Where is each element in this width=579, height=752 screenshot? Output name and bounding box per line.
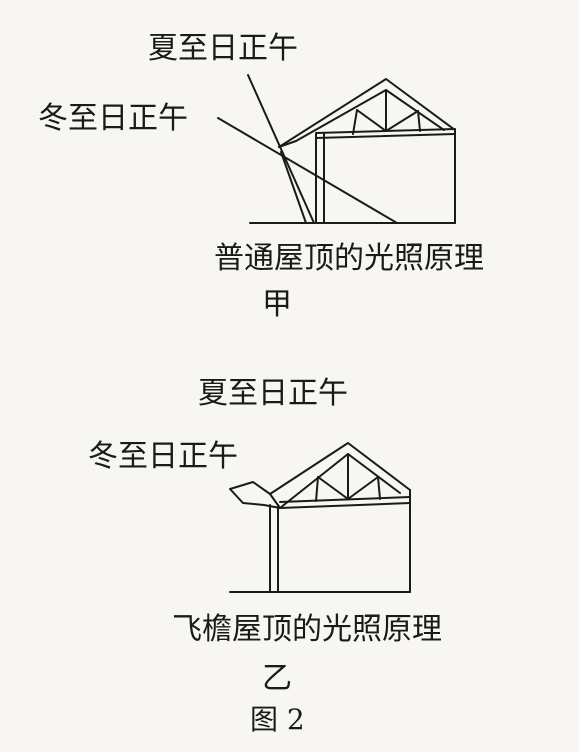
panel-b-truss-web-2: [347, 476, 379, 500]
figure-label: 图 2: [250, 703, 305, 736]
panel-b-ceiling-line-2: [279, 496, 411, 503]
panel-b-summer-label: 夏至日正午: [198, 376, 348, 411]
panel-a-truss-web-3: [352, 109, 358, 135]
panel-a-ceiling-line: [315, 133, 456, 139]
panel-a-roof-outer: [278, 78, 456, 148]
panel-b-roof-outer: [269, 442, 411, 495]
panel-b-winter-label: 冬至日正午: [88, 439, 238, 474]
panel-b-ceiling-line: [279, 502, 411, 509]
panel-a-letter: 甲: [262, 287, 292, 322]
panel-a-truss-web-2: [385, 110, 419, 132]
panel-a-sun-rays: [217, 74, 398, 224]
panel-a-truss-web-1: [356, 109, 387, 132]
panel-a-truss-web-4: [417, 110, 421, 132]
panel-a-roof-chord: [278, 140, 297, 148]
panel-b-truss-web-3: [315, 476, 319, 502]
panel-b-letter: 乙: [262, 661, 292, 696]
panel-b-caption: 飞檐屋顶的光照原理: [172, 612, 442, 647]
panel-a-caption: 普通屋顶的光照原理: [214, 241, 484, 276]
panel-a-summer-ray-2: [280, 151, 307, 224]
panel-a-winter-ray: [217, 117, 398, 224]
panel-b-truss-web-4: [377, 476, 381, 500]
panel-a-summer-label: 夏至日正午: [148, 31, 298, 66]
panel-a-winter-label: 冬至日正午: [38, 101, 188, 136]
panel-a-summer-ray: [247, 74, 315, 224]
panel-b-house: [229, 442, 411, 593]
panel-b-truss-web-1: [317, 476, 349, 500]
panel-a-house: [249, 78, 456, 224]
panel-b-flying-eave: [229, 481, 281, 509]
